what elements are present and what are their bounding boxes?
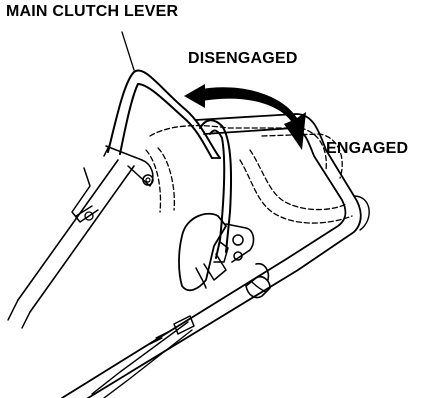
main-clutch-lever[interactable] xyxy=(108,70,220,158)
left-handle-rail xyxy=(8,160,134,328)
cable-clip xyxy=(72,168,98,222)
leader-line xyxy=(122,32,134,70)
adjustment-knob[interactable] xyxy=(246,264,270,298)
lever-engaged-position xyxy=(200,120,231,258)
cable-housing xyxy=(179,214,226,290)
lever-hidden-outline xyxy=(146,126,352,223)
